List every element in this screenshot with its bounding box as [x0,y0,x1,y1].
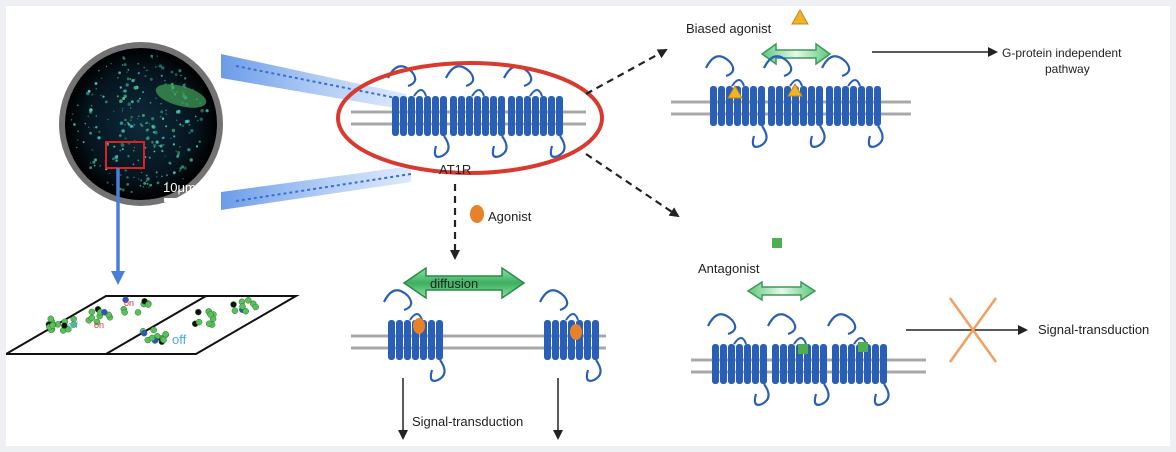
antagonist-bound-2 [858,342,868,352]
diffusion-label: diffusion [430,276,478,291]
at1r-cluster: AT1R [336,61,604,177]
biased-agonist-bound-2 [787,83,803,97]
off-label-1: off [68,320,78,330]
microscopy-image: 10μm [59,42,412,285]
agonist-panel: Agonist diffusion Signal-transduction [351,205,606,440]
highlight-ellipse [336,61,604,175]
on-label-1: on [94,320,104,330]
scale-bar-label: 10μm [163,180,196,195]
beam-bottom [221,166,411,210]
off-label-2: off [172,332,187,347]
molecule-dots [45,296,259,345]
biased-agonist-label: Biased agonist [686,21,772,36]
signal-transduction-right-label: Signal-transduction [1038,322,1149,337]
signal-transduction-left-label: Signal-transduction [412,414,523,429]
roi-box [105,141,145,169]
biased-agonist-bound-1 [727,85,743,99]
agonist-label: Agonist [488,209,532,224]
diagram-canvas: 10μm on on off off AT1R Biased agonist [6,8,1149,440]
antagonist-panel: Antagonist Signal-transduction [691,238,1149,406]
biased-agonist-panel: Biased agonist G-protein independent pat… [671,8,1122,148]
zoomed-panels: on on off off [6,295,300,355]
agonist-icon [470,205,484,223]
at1r-diagram: 10μm on on off off AT1R Biased agonist [6,6,1170,446]
diffusion-arrow-right [746,280,817,302]
antagonist-label: Antagonist [698,261,760,276]
x-cross-icon [948,297,998,363]
fluorescence-speckles [70,54,209,194]
arrow-to-antagonist [585,153,680,218]
g-protein-label-line1: G-protein independent [1002,46,1122,60]
agonist-bound-1 [413,318,425,334]
g-protein-label-line2: pathway [1045,62,1090,76]
diffusion-arrow-top [760,42,832,66]
agonist-bound-2 [570,324,582,340]
arrow-to-biased [585,49,668,95]
biased-agonist-icon [791,8,809,25]
on-label-2: on [124,298,134,308]
diffusion-arrow: diffusion [402,266,526,300]
antagonist-icon [772,238,782,248]
receptor-label: AT1R [439,162,471,177]
scale-bar [164,198,198,202]
antagonist-bound-1 [798,344,808,354]
